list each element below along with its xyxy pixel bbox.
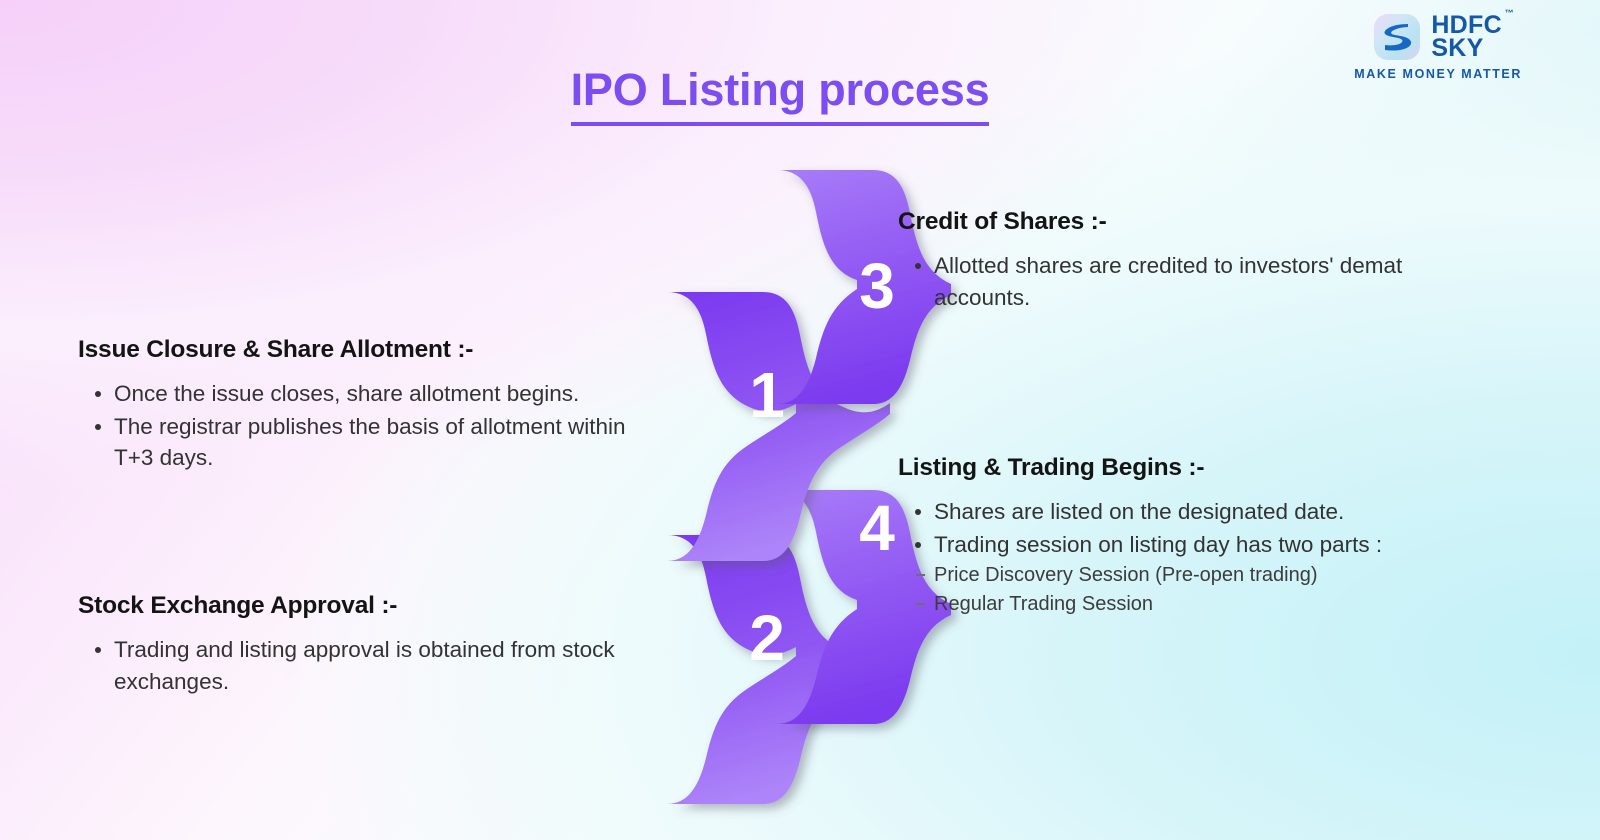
section-heading-credit-of-shares: Credit of Shares :- <box>898 208 1107 235</box>
section-credit-of-shares: Credit of Shares :- Allotted shares are … <box>898 208 1498 314</box>
process-step-shape-2: 2 <box>667 535 890 804</box>
bullet-list-stock-exchange-approval: Trading and listing approval is obtained… <box>78 634 638 697</box>
section-heading-listing-trading-begins: Listing & Trading Begins :- <box>898 454 1205 481</box>
brand-logo: HDFC SKY ™ MAKE MONEY MATTER <box>1354 8 1522 81</box>
process-step-shape-3: 3 <box>777 170 951 404</box>
brand-name-line1: HDFC <box>1431 11 1502 39</box>
process-step-number-1: 1 <box>749 359 785 431</box>
trademark-symbol: ™ <box>1504 8 1514 18</box>
section-heading-stock-exchange-approval: Stock Exchange Approval :- <box>78 592 398 619</box>
sub-list-item: Regular Trading Session <box>916 590 1518 618</box>
process-step-shape-1: 1 <box>667 292 890 561</box>
process-ribbon-graphic: 2 4 1 3 <box>655 160 951 804</box>
brand-name-line2: SKY <box>1431 34 1484 62</box>
section-issue-closure: Issue Closure & Share Allotment :- Once … <box>78 336 638 475</box>
process-step-shape-4: 4 <box>777 490 951 724</box>
brand-logo-row: HDFC SKY ™ <box>1374 8 1514 62</box>
section-stock-exchange-approval: Stock Exchange Approval :- Trading and l… <box>78 592 638 698</box>
bullet-list-issue-closure: Once the issue closes, share allotment b… <box>78 378 638 474</box>
list-item: Shares are listed on the designated date… <box>915 496 1518 528</box>
list-item: The registrar publishes the basis of all… <box>95 411 638 474</box>
hdfc-sky-swoosh-icon <box>1374 14 1421 60</box>
process-step-number-2: 2 <box>749 602 785 674</box>
section-listing-trading-begins: Listing & Trading Begins :- Shares are l… <box>898 454 1518 618</box>
page-title-text: IPO Listing process <box>570 64 990 126</box>
sub-bullet-list-trading-sessions: Price Discovery Session (Pre-open tradin… <box>898 561 1518 618</box>
page-title: IPO Listing process <box>0 64 1560 126</box>
sub-list-item: Price Discovery Session (Pre-open tradin… <box>916 561 1518 589</box>
bullet-list-credit-of-shares: Allotted shares are credited to investor… <box>898 250 1498 313</box>
list-item: Trading and listing approval is obtained… <box>95 634 638 697</box>
process-step-number-3: 3 <box>859 250 895 322</box>
section-heading-issue-closure: Issue Closure & Share Allotment :- <box>78 336 474 363</box>
list-item: Trading session on listing day has two p… <box>915 529 1518 561</box>
brand-wordmark: HDFC SKY ™ <box>1431 8 1513 62</box>
brand-tagline: MAKE MONEY MATTER <box>1354 67 1522 81</box>
process-step-number-4: 4 <box>859 492 895 564</box>
bullet-list-listing-trading-begins: Shares are listed on the designated date… <box>898 496 1518 560</box>
list-item: Once the issue closes, share allotment b… <box>95 378 638 410</box>
list-item: Allotted shares are credited to investor… <box>915 250 1498 313</box>
